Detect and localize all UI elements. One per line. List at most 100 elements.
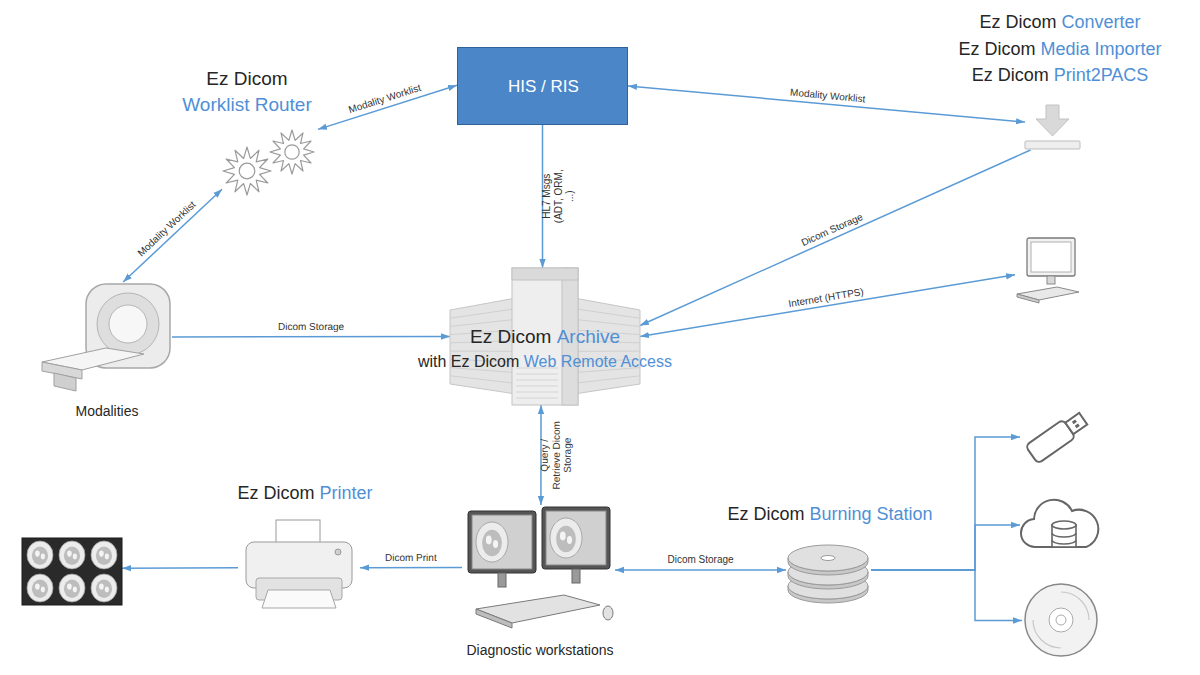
usb-stick [1025,410,1089,464]
connector-arrow [871,570,1022,621]
text-line: with Ez DicomWeb Remote Access [345,351,745,373]
scan-image [59,541,85,569]
edge-label: Dicom Storage [668,554,734,566]
monitor-screen [546,511,606,565]
remote-client-node [1015,238,1080,305]
cd-icon [1022,583,1100,658]
workstation-icon [462,505,615,630]
download-arrow [1036,105,1069,136]
paper-out [262,590,336,608]
scan-detail [64,546,80,564]
cd-disc [1025,584,1097,656]
download-icon [1025,105,1080,150]
disc [788,545,868,571]
text-line: Diagnostic workstations [340,640,740,660]
connector-arrow [640,275,1015,337]
scan-detail [486,536,492,545]
text-line: Ez DicomConverter [860,9,1200,34]
text-line: Modalities [0,401,307,421]
monitor-frame [468,511,536,573]
printer-icon [238,520,360,610]
scan-detail [105,554,109,560]
node-label: Ez Dicom [727,504,804,525]
text-line: Ez DicomPrint2PACS [860,62,1200,87]
gear-teeth [223,147,271,195]
scan-detail [32,546,48,564]
cd-hole [1056,615,1066,625]
scan-detail [73,587,77,593]
monitor-stand [498,573,506,587]
server-slat [450,309,516,319]
text-line: Ez Dicom [47,66,447,93]
node-label: Ez Dicom [470,326,551,348]
screen-stand [1047,276,1055,284]
usb-plug [1065,413,1087,434]
scan-detail [67,551,72,557]
node-label: Web Remote Access [524,353,672,371]
film-icon [22,538,122,605]
edge-label: Modality Worklist [135,199,198,259]
monitor-screen [472,515,532,569]
system-box: HIS / RIS [457,47,628,125]
server-slat [574,309,640,319]
gears-icon [222,128,318,196]
node-label: Ez Dicom [237,483,314,504]
scan-detail [556,526,576,552]
server-tower-top [512,268,578,280]
cloud-outline [1021,500,1098,547]
cloud-storage-node [1020,495,1100,555]
edge-label: Modality Worklist [347,82,422,116]
cd-ring [1049,608,1073,632]
node-label: Worklist Router [182,94,312,116]
node-label: Ez Dicom [972,65,1049,86]
server-slat [516,398,558,399]
text-line: Ez DicomMedia Importer [860,36,1200,61]
monitor-frame [542,507,610,569]
router-node: Ez DicomWorklist Router [222,128,318,196]
scan-image [27,574,53,602]
burning-station-node: Ez DicomBurning Station [786,540,871,600]
node-label: Ez Dicom [979,12,1056,33]
monitor-icon [1015,238,1080,305]
server-slat [450,351,516,352]
server-slat [516,392,558,393]
connector-arrow [640,150,1031,326]
scan-detail [73,554,77,560]
node-label: Modalities [75,403,138,419]
keyboard-edge [1017,294,1039,303]
scan-detail [493,540,498,548]
connector-arrow [360,567,462,569]
node-label: Media Importer [1041,39,1162,60]
usb-drive-node [1020,402,1095,472]
server-slat [574,351,640,352]
cd-node [1022,583,1100,658]
edge-label: Dicom Print [385,552,437,564]
connector-arrow [615,569,786,571]
edge-label: Query / Retrieve Dicom Storage [539,419,574,491]
workstation-node: Diagnostic workstations [462,505,615,630]
download-tray [1025,141,1080,149]
scan-image [550,518,582,558]
scan-detail [99,584,104,590]
database-top [1052,521,1076,529]
screen-frame [1027,238,1075,276]
server-slat [574,319,640,326]
text-line: Ez DicomBurning Station [630,501,1030,526]
discs-icon [786,540,871,600]
gantry-ring [97,293,159,355]
scan-detail [99,551,104,557]
node-label: Print2PACS [1054,65,1149,86]
scan-image [91,541,117,569]
gear-hub [239,163,255,179]
scan-detail [35,551,40,557]
monitor-stand [572,569,580,583]
node-label: Printer [320,483,373,504]
gantry-bore [109,305,147,343]
scan-image [27,541,53,569]
server-slat [516,374,558,375]
printer-button [335,549,341,555]
database-ring [1052,533,1076,544]
edge-label: Dicom Storage [278,321,344,333]
server-slat [516,386,558,387]
